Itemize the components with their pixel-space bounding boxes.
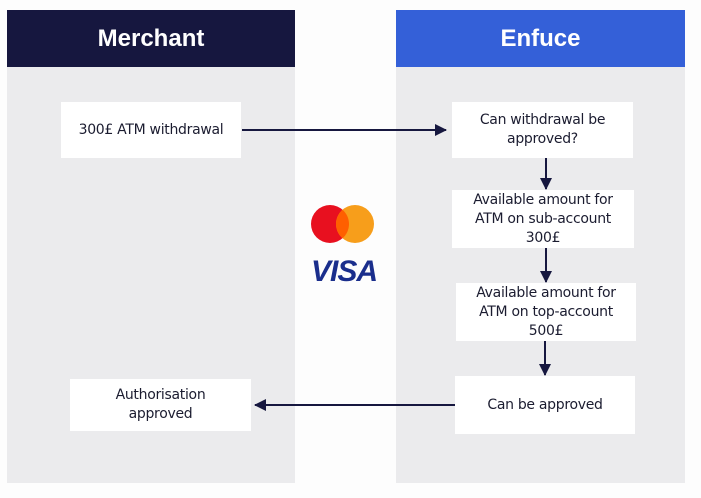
merchant-lane-header: Merchant [7,10,295,67]
authorisation-box: Authorisation approved [70,379,251,431]
mastercard-logo-icon [311,205,374,243]
approved-box: Can be approved [455,376,635,434]
visa-logo: VISA [310,255,378,288]
top-account-box: Available amount for ATM on top-account … [456,283,636,341]
sub-account-box: Available amount for ATM on sub-account … [452,190,634,248]
withdrawal-request-box: 300£ ATM withdrawal [61,102,241,158]
enfuce-lane-header: Enfuce [396,10,685,67]
can-approve-box: Can withdrawal be approved? [452,102,633,158]
